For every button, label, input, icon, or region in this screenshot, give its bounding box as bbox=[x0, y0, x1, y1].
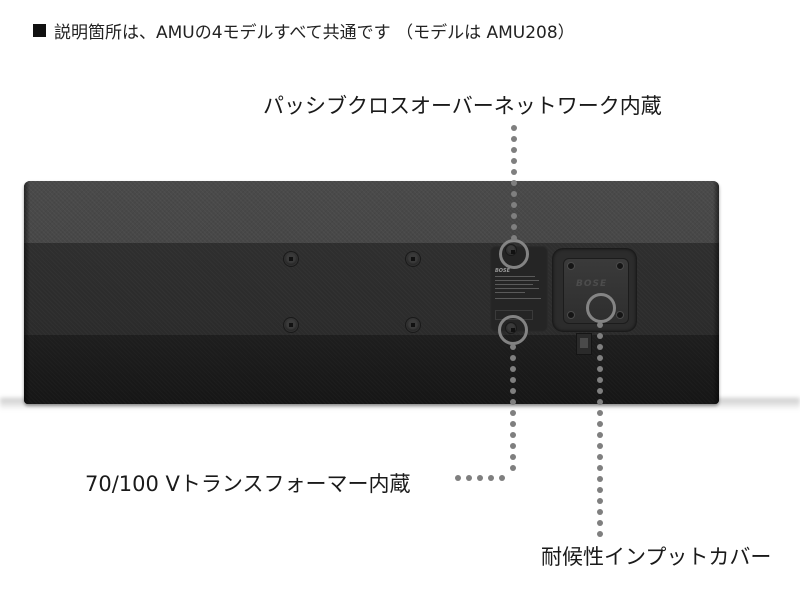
leader-dot-transformer bbox=[477, 475, 483, 481]
leader-dot-transformer bbox=[510, 388, 516, 394]
speaker-bottom-panel bbox=[24, 335, 719, 404]
callout-label-input-cover: 耐候性インプットカバー bbox=[541, 545, 772, 569]
leader-dot-crossover bbox=[511, 224, 517, 230]
plate-brand-logo: BOSE bbox=[495, 268, 511, 274]
leader-dot-transformer bbox=[510, 366, 516, 372]
leader-dot-crossover bbox=[511, 180, 517, 186]
leader-dot-input-cover bbox=[597, 388, 603, 394]
leader-dot-transformer bbox=[510, 399, 516, 405]
cover-screw-icon bbox=[567, 262, 575, 270]
leader-dot-transformer bbox=[510, 443, 516, 449]
header-text: 説明箇所は、AMUの4モデルすべて共通です （モデルは AMU208） bbox=[54, 23, 575, 43]
leader-dot-input-cover bbox=[597, 322, 603, 328]
leader-dot-transformer bbox=[510, 344, 516, 350]
leader-dot-transformer bbox=[488, 475, 494, 481]
leader-dot-transformer bbox=[455, 475, 461, 481]
leader-dot-crossover bbox=[511, 191, 517, 197]
leader-dot-crossover bbox=[511, 169, 517, 175]
speaker-top-panel bbox=[24, 181, 719, 243]
leader-dot-crossover bbox=[511, 125, 517, 131]
leader-dot-crossover bbox=[511, 235, 517, 241]
callout-ring-crossover bbox=[499, 239, 529, 269]
leader-dot-input-cover bbox=[597, 410, 603, 416]
leader-dot-input-cover bbox=[597, 465, 603, 471]
leader-dot-transformer bbox=[510, 355, 516, 361]
speaker-left-edge bbox=[24, 181, 30, 404]
leader-dot-transformer bbox=[499, 475, 505, 481]
cover-brand-logo: BOSE bbox=[576, 279, 608, 289]
leader-dot-input-cover bbox=[597, 443, 603, 449]
callout-label-transformer: 70/100 Vトランスフォーマー内蔵 bbox=[85, 472, 411, 496]
mount-screw-icon bbox=[405, 251, 421, 267]
leader-dot-input-cover bbox=[597, 487, 603, 493]
cover-screw-icon bbox=[616, 311, 624, 319]
leader-dot-transformer bbox=[510, 410, 516, 416]
cable-gland bbox=[576, 333, 592, 355]
mount-screw-icon bbox=[283, 317, 299, 333]
leader-dot-input-cover bbox=[597, 355, 603, 361]
leader-dot-transformer bbox=[510, 465, 516, 471]
leader-dot-input-cover bbox=[597, 509, 603, 515]
cover-screw-icon bbox=[567, 311, 575, 319]
mount-screw-icon bbox=[405, 317, 421, 333]
callout-ring-transformer bbox=[498, 315, 528, 345]
leader-dot-crossover bbox=[511, 213, 517, 219]
callout-ring-input-cover bbox=[586, 293, 616, 323]
leader-dot-input-cover bbox=[597, 333, 603, 339]
leader-dot-input-cover bbox=[597, 344, 603, 350]
leader-dot-transformer bbox=[510, 421, 516, 427]
leader-dot-input-cover bbox=[597, 432, 603, 438]
leader-dot-input-cover bbox=[597, 399, 603, 405]
header-note: 説明箇所は、AMUの4モデルすべて共通です （モデルは AMU208） bbox=[33, 18, 575, 43]
leader-dot-crossover bbox=[511, 202, 517, 208]
mount-screw-icon bbox=[283, 251, 299, 267]
leader-dot-crossover bbox=[511, 147, 517, 153]
leader-dot-input-cover bbox=[597, 421, 603, 427]
leader-dot-transformer bbox=[510, 432, 516, 438]
leader-dot-input-cover bbox=[597, 531, 603, 537]
leader-dot-transformer bbox=[510, 454, 516, 460]
leader-dot-transformer bbox=[466, 475, 472, 481]
speaker-right-edge bbox=[713, 181, 719, 404]
leader-dot-input-cover bbox=[597, 520, 603, 526]
leader-dot-input-cover bbox=[597, 498, 603, 504]
leader-dot-transformer bbox=[510, 377, 516, 383]
leader-dot-crossover bbox=[511, 136, 517, 142]
leader-dot-crossover bbox=[511, 158, 517, 164]
callout-label-crossover: パッシブクロスオーバーネットワーク内蔵 bbox=[263, 94, 662, 118]
black-square-icon bbox=[33, 24, 46, 37]
leader-dot-input-cover bbox=[597, 377, 603, 383]
leader-dot-input-cover bbox=[597, 366, 603, 372]
leader-dot-input-cover bbox=[597, 476, 603, 482]
leader-dot-input-cover bbox=[597, 454, 603, 460]
cover-screw-icon bbox=[616, 262, 624, 270]
